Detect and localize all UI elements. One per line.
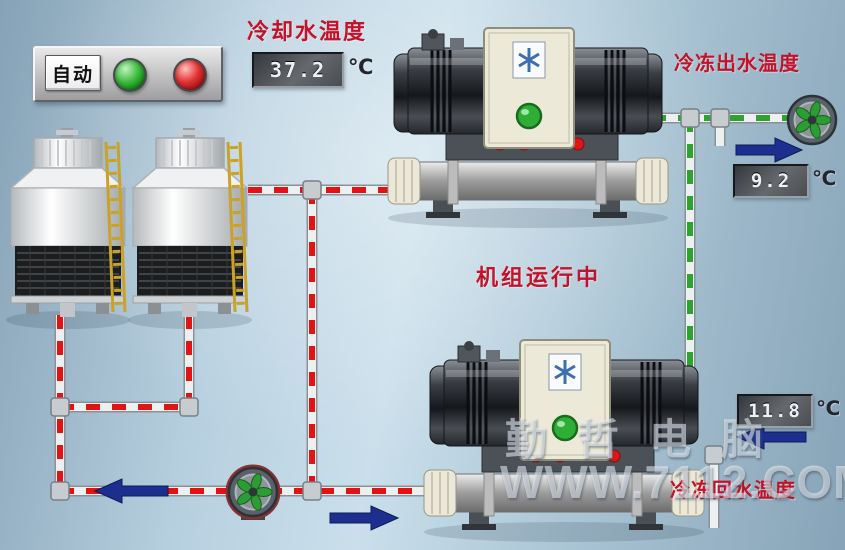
flow-arrow-left-return: [735, 424, 807, 450]
stop-indicator-lamp: [173, 58, 207, 92]
chiller-1: [386, 26, 670, 220]
chilled-return-temp-unit: ℃: [816, 398, 841, 420]
chilled-outlet-temp-unit: ℃: [812, 168, 837, 190]
cooling-tower-2: [133, 128, 247, 317]
chilled-outlet-temp-display: 9.2: [733, 164, 809, 198]
auto-button[interactable]: 自动: [45, 55, 101, 91]
chilled-return-temp-label: 冷冻回水温度: [670, 480, 796, 502]
flow-arrows: [93, 137, 807, 531]
chilled-water-pump: [786, 94, 838, 146]
cooling-water-temp-display: 37.2: [252, 52, 344, 88]
control-panel: 自动: [33, 46, 223, 102]
flow-arrow-right-top: [735, 137, 804, 163]
flow-arrow-right-bottom: [329, 505, 400, 531]
chilled-return-temp-display: 11.8: [737, 394, 813, 428]
chilled-water-pipes: [652, 115, 806, 372]
flow-arrow-left-bottom: [93, 478, 169, 504]
cooling-water-temp-unit: ℃: [348, 56, 374, 79]
chilled-outlet-temp-label: 冷冻出水温度: [674, 53, 800, 75]
unit-running-status-label: 机组运行中: [476, 265, 602, 290]
run-indicator-lamp: [113, 58, 147, 92]
cooling-water-pump: [225, 464, 281, 520]
cooling-tower-1: [11, 128, 125, 317]
cooling-water-temp-label: 冷却水温度: [247, 19, 368, 44]
chiller-2: [422, 338, 706, 532]
pipe-fittings: [50, 108, 730, 501]
